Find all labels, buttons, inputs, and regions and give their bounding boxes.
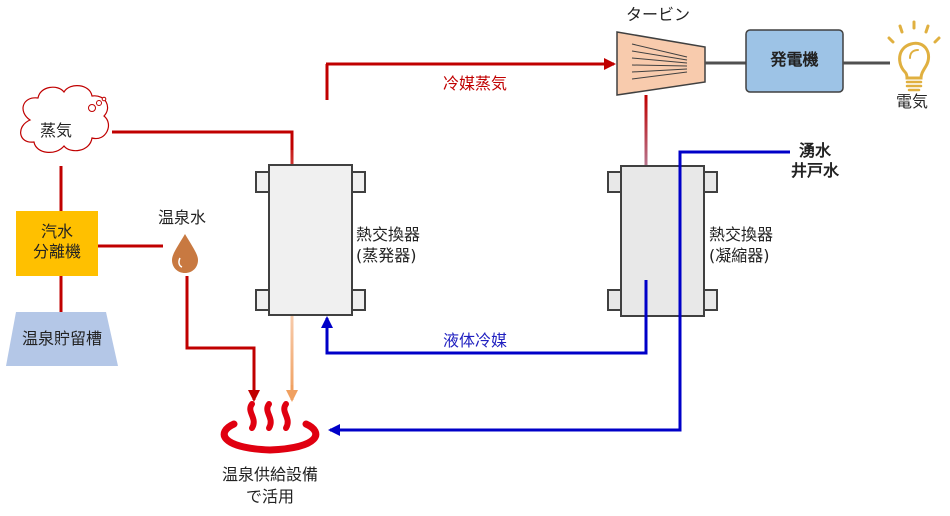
evaporator-label-line1: 熱交換器 (356, 225, 421, 244)
spring-water-label-line1: 湧水 (798, 141, 831, 160)
condenser-heat-exchanger (607, 165, 718, 317)
hot-spring-water-label: 温泉水 (158, 208, 207, 227)
turbine-label: タービン (626, 5, 691, 24)
spring-water-label: 湧水 井戸水 (790, 141, 840, 181)
generator-label: 発電機 (770, 50, 819, 69)
onsen-icon (220, 401, 320, 454)
spring-water-pipe (328, 150, 790, 436)
condenser-label-line2: (凝縮器) (709, 246, 770, 265)
supply-label-line1: 温泉供給設備 (221, 465, 318, 484)
light-bulb-icon (887, 20, 941, 92)
condenser-label-line1: 熱交換器 (709, 225, 774, 244)
evaporator-label-line2: (蒸発器) (356, 246, 417, 265)
separator-label: 汽水 分離機 (16, 222, 98, 262)
hotwater-supply-pipe (185, 276, 260, 402)
droplet-icon (172, 234, 198, 273)
evaporator-heat-exchanger (255, 164, 366, 316)
turbine-icon (616, 31, 706, 96)
condenser-label: 熱交換器 (凝縮器) (709, 224, 773, 266)
steam-label: 蒸気 (40, 121, 73, 140)
separator-label-line1: 汽水 (40, 222, 73, 241)
hot-spring-tank (6, 312, 118, 366)
generator-box (745, 29, 844, 93)
supply-label-line2: で活用 (245, 487, 294, 506)
supply-facility-label: 温泉供給設備 で活用 (200, 464, 340, 508)
separator-label-line2: 分離機 (32, 242, 81, 261)
evaporator-label: 熱交換器 (蒸発器) (356, 224, 420, 266)
tank-label: 温泉貯留槽 (21, 329, 102, 348)
steam-separator-box (16, 211, 98, 276)
steam-cloud-icon (20, 85, 109, 153)
electricity-label: 電気 (896, 92, 929, 111)
liquid-refrigerant-label: 液体冷媒 (443, 331, 508, 350)
spring-water-label-line2: 井戸水 (790, 161, 839, 180)
refrigerant-vapor-label: 冷媒蒸気 (443, 74, 508, 93)
